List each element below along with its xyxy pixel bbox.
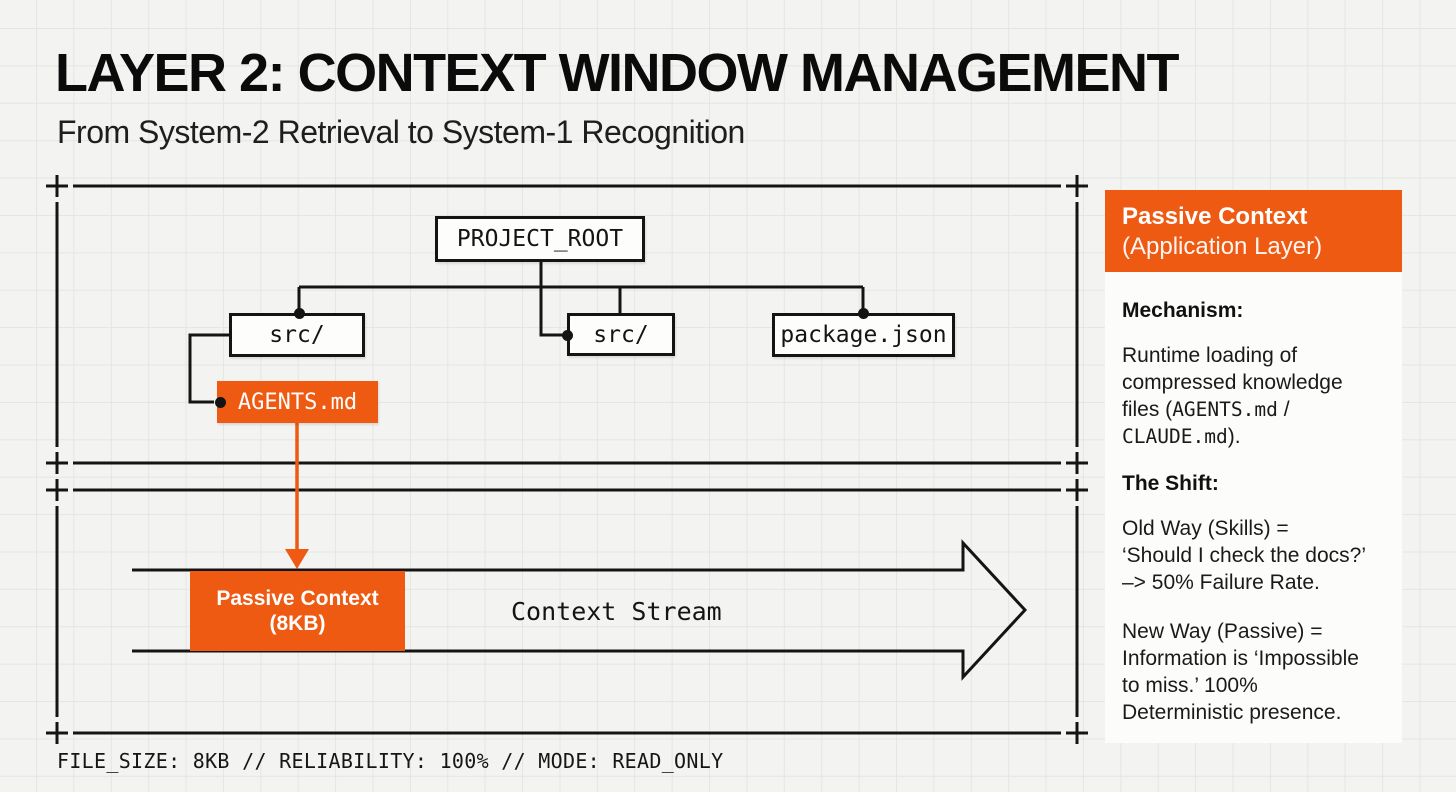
shift-text-line: Information is ‘Impossible: [1122, 647, 1359, 670]
shift-text-line: –> 50% Failure Rate.: [1122, 571, 1320, 594]
sidebar-header: Passive Context (Application Layer): [1105, 190, 1402, 272]
connector-dot: [214, 396, 226, 408]
mechanism-heading: Mechanism:: [1122, 299, 1244, 322]
status-line: FILE_SIZE: 8KB // RELIABILITY: 100% // M…: [57, 749, 724, 773]
mechanism-text-line: compressed knowledge: [1122, 371, 1343, 394]
tree-node-package-json: package.json: [772, 313, 955, 357]
connector-dot: [561, 329, 573, 341]
connector-dot: [293, 307, 305, 319]
page-title: LAYER 2: CONTEXT WINDOW MANAGEMENT: [55, 43, 1180, 103]
tree-node-project-root: PROJECT_ROOT: [435, 216, 645, 262]
shift-new-way-paragraph: New Way (Passive) = Information is ‘Impo…: [1122, 618, 1388, 726]
context-stream-label: Context Stream: [511, 597, 722, 626]
sidebar-header-subtitle: (Application Layer): [1122, 233, 1323, 260]
tree-node-src-mid: src/: [567, 313, 675, 356]
shift-heading: The Shift:: [1122, 472, 1219, 495]
shift-text-line: ‘Should I check the docs?’: [1122, 544, 1366, 567]
passive-context-box-line1: Passive Context: [216, 587, 379, 610]
connector-dot: [857, 307, 869, 319]
shift-text-line: Deterministic presence.: [1122, 701, 1342, 724]
shift-text-line: to miss.’ 100%: [1122, 674, 1258, 697]
tree-node-src-left: src/: [229, 313, 365, 357]
mechanism-paragraph: Runtime loading of compressed knowledge …: [1122, 342, 1388, 450]
page-subtitle: From System-2 Retrieval to System-1 Reco…: [57, 114, 745, 150]
passive-context-box: Passive Context (8KB): [190, 571, 405, 651]
sidebar-header-title: Passive Context: [1122, 203, 1308, 230]
injection-arrow: [285, 423, 309, 569]
mechanism-text-line: files (AGENTS.md /: [1122, 398, 1290, 421]
shift-old-way-paragraph: Old Way (Skills) = ‘Should I check the d…: [1122, 515, 1388, 596]
agents-md-filename: AGENTS.md: [1172, 398, 1278, 421]
sidebar-panel: Mechanism: Runtime loading of compressed…: [1105, 272, 1402, 743]
shift-text-line: New Way (Passive) =: [1122, 620, 1323, 643]
shift-text-line: Old Way (Skills) =: [1122, 517, 1289, 540]
tree-node-agents-md: AGENTS.md: [217, 381, 378, 423]
passive-context-box-line2: (8KB): [269, 612, 326, 635]
mechanism-text-line: CLAUDE.md).: [1122, 425, 1241, 448]
mechanism-text-line: Runtime loading of: [1122, 344, 1298, 367]
claude-md-filename: CLAUDE.md: [1122, 425, 1228, 448]
